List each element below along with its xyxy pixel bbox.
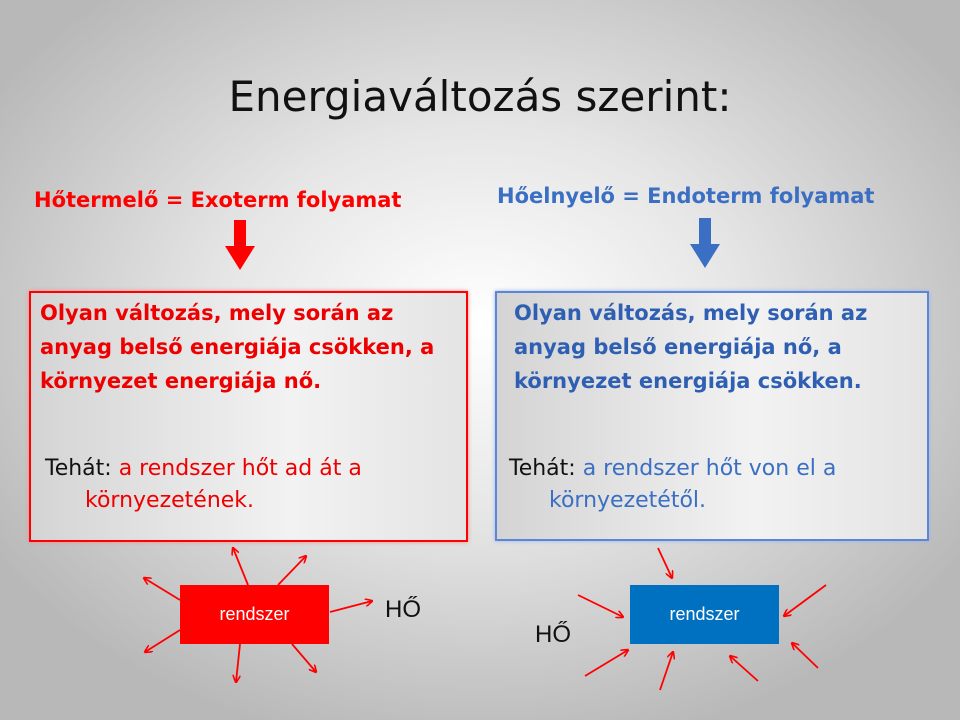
heat-arrow: [236, 643, 241, 682]
heat-arrow: [657, 547, 672, 578]
summary-line1: a rendszer hőt ad át a: [118, 456, 362, 481]
heat-arrow: [730, 656, 759, 682]
exothermic-definition: Olyan változás, mely során az anyag bels…: [40, 301, 435, 393]
blue-down-arrow-icon: [690, 218, 720, 268]
endothermic-heading: Hőelnyelő = Endoterm folyamat: [497, 184, 875, 208]
exothermic-box: [29, 291, 468, 542]
exothermic-system-box: rendszer: [180, 585, 329, 644]
heat-arrow: [144, 578, 181, 601]
heat-arrow: [784, 584, 827, 616]
slide-title: Energiaváltozás szerint:: [228, 72, 732, 121]
endothermic-summary: Tehát: a rendszer hőt von el a környezet…: [509, 453, 919, 517]
endothermic-box: [495, 291, 929, 541]
outgoing-heat-arrows: [144, 548, 372, 682]
endothermic-definition: Olyan változás, mely során az anyag bels…: [514, 301, 868, 393]
thus-label: Tehát:: [509, 456, 576, 481]
heat-arrow: [329, 601, 372, 613]
heat-arrow: [584, 650, 628, 677]
exothermic-heading: Hőtermelő = Exoterm folyamat: [34, 188, 402, 212]
endothermic-heat-label: HŐ: [535, 621, 571, 648]
heat-arrow: [659, 652, 673, 691]
red-down-arrow-icon: [225, 220, 255, 270]
summary-line1: a rendszer hőt von el a: [582, 456, 837, 481]
heat-arrow: [145, 629, 181, 652]
summary-line2: környezetétől.: [549, 488, 707, 513]
summary-line2: környezetének.: [85, 488, 255, 513]
exothermic-summary: Tehát: a rendszer hőt ad át a környezeté…: [45, 453, 465, 517]
heat-arrow: [577, 594, 623, 617]
endothermic-system-box: rendszer: [630, 585, 779, 644]
incoming-heat-arrows: [577, 547, 827, 691]
exothermic-heat-label: HŐ: [385, 596, 421, 623]
heat-arrow: [291, 643, 316, 672]
heat-arrow: [233, 548, 249, 586]
heat-arrow: [792, 643, 819, 669]
heat-arrow: [277, 556, 306, 586]
thus-label: Tehát:: [45, 456, 112, 481]
